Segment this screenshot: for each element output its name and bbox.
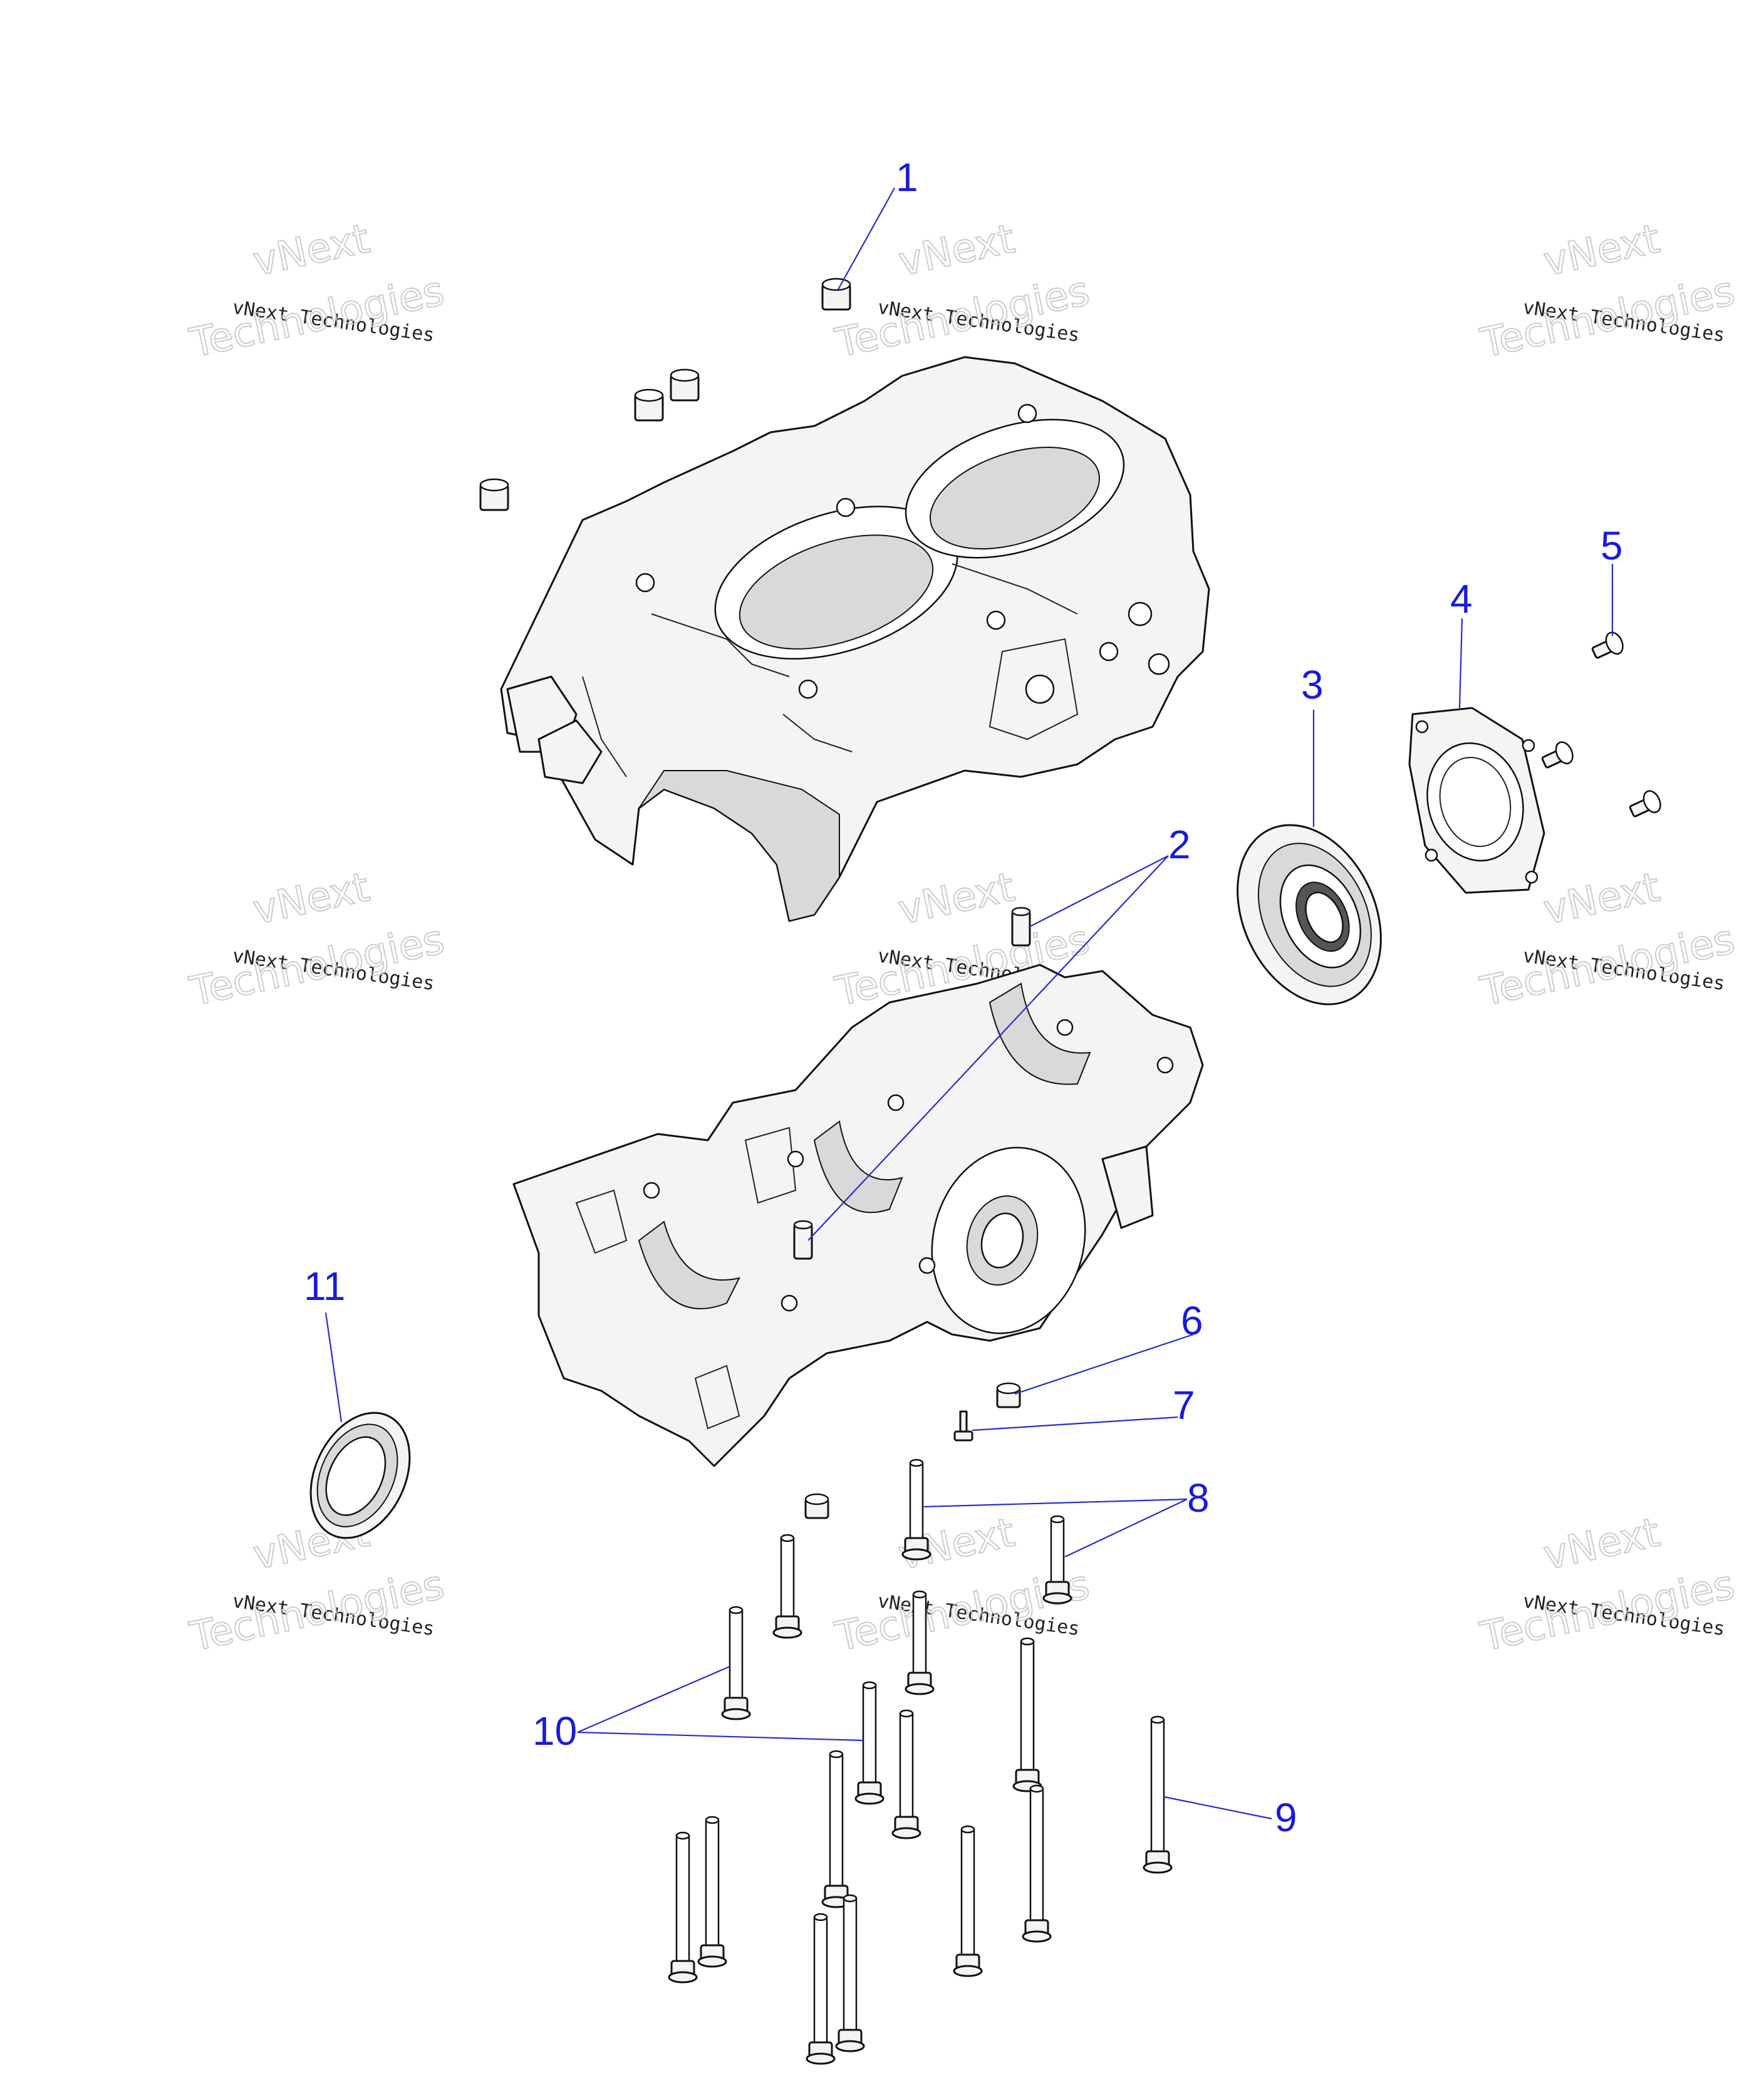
bolt bbox=[953, 1825, 983, 1977]
callout-3: 3 bbox=[1301, 662, 1324, 707]
bolt bbox=[905, 1590, 935, 1695]
callout-1: 1 bbox=[896, 155, 918, 200]
dowel-pin bbox=[479, 478, 509, 511]
leader-11 bbox=[324, 1312, 343, 1423]
plate-screw bbox=[1629, 790, 1661, 818]
watermark-word-technologies: Technologies bbox=[1476, 1562, 1739, 1661]
bolt bbox=[1022, 1784, 1052, 1943]
leader-6 bbox=[1014, 1333, 1194, 1395]
callout-7: 7 bbox=[1173, 1383, 1195, 1428]
alignment-pin bbox=[793, 1220, 813, 1260]
bolt bbox=[901, 1458, 931, 1561]
watermark: vNext vNext Technologies Technologies bbox=[185, 863, 449, 1016]
dowel-pin bbox=[821, 278, 851, 311]
watermark-word-technologies: Technologies bbox=[186, 1562, 449, 1661]
oil-seal bbox=[309, 1412, 411, 1539]
bolt bbox=[772, 1534, 802, 1639]
leader-4 bbox=[1458, 618, 1463, 709]
bolt bbox=[1012, 1637, 1042, 1792]
leader-9 bbox=[1163, 1796, 1272, 1820]
watermark-word-vnext: vNext bbox=[249, 864, 373, 933]
callout-6: 6 bbox=[1181, 1298, 1203, 1343]
leader-8a bbox=[923, 1498, 1188, 1508]
upper-crankcase bbox=[500, 356, 1210, 922]
callout-5: 5 bbox=[1601, 523, 1623, 568]
plate-screw bbox=[1541, 741, 1574, 769]
bolt bbox=[835, 1894, 865, 2052]
leader-10a bbox=[577, 1665, 730, 1734]
leader-10b bbox=[577, 1731, 864, 1742]
watermark-word-technologies: Technologies bbox=[831, 268, 1094, 367]
watermark-word-vnext: vNext bbox=[1540, 216, 1664, 285]
crank-seal bbox=[1237, 824, 1382, 1006]
alignment-pin bbox=[1011, 907, 1031, 947]
dowel-pin bbox=[634, 388, 664, 422]
callout-2: 2 bbox=[1168, 822, 1191, 867]
bolt bbox=[697, 1816, 727, 1968]
plate-screw bbox=[1591, 632, 1624, 659]
watermark-word-technologies: Technologies bbox=[186, 917, 449, 1016]
watermark-word-vnext: vNext bbox=[1540, 864, 1664, 933]
watermark-word-technologies: Technologies bbox=[1476, 268, 1739, 367]
small-screw bbox=[953, 1410, 973, 1442]
lower-crankcase bbox=[512, 964, 1204, 1467]
watermark-word-technologies: Technologies bbox=[186, 268, 449, 367]
callout-9: 9 bbox=[1275, 1795, 1297, 1840]
watermark-word-vnext: vNext bbox=[895, 216, 1019, 285]
bolt bbox=[806, 1913, 836, 2065]
plug bbox=[804, 1493, 829, 1519]
crankcase-bolts bbox=[668, 1458, 1173, 2065]
leader-2b bbox=[807, 855, 1169, 1241]
callout-8: 8 bbox=[1187, 1475, 1210, 1521]
watermark: vNext vNext Technologies Technologies bbox=[185, 215, 449, 367]
watermark: vNext vNext Technologies Technologies bbox=[185, 1509, 449, 1661]
leader-8b bbox=[1064, 1499, 1188, 1557]
watermark-word-vnext: vNext bbox=[249, 216, 373, 285]
callout-10: 10 bbox=[532, 1708, 577, 1754]
callout-4: 4 bbox=[1450, 576, 1473, 621]
callout-11: 11 bbox=[304, 1264, 345, 1309]
seal-cover-plate bbox=[1408, 707, 1545, 894]
watermark: vNext vNext Technologies Technologies bbox=[1476, 215, 1740, 367]
bolt bbox=[668, 1831, 698, 1984]
plug bbox=[996, 1382, 1021, 1408]
watermark: vNext vNext Technologies Technologies bbox=[831, 215, 1094, 367]
bolt bbox=[1042, 1515, 1072, 1604]
dowel-pins bbox=[479, 278, 851, 511]
watermark-word-technologies: Technologies bbox=[1476, 917, 1739, 1016]
dowel-pin bbox=[670, 368, 700, 402]
bolt bbox=[721, 1606, 751, 1720]
leader-1 bbox=[838, 187, 895, 290]
bolt bbox=[821, 1750, 851, 1908]
bolt bbox=[1143, 1715, 1173, 1874]
watermark-word-vnext: vNext bbox=[895, 864, 1019, 933]
callouts: 1 2 3 4 5 6 7 8 9 10 11 bbox=[304, 155, 1623, 1840]
bolt bbox=[854, 1681, 885, 1805]
leader-2a bbox=[1028, 855, 1169, 928]
watermark: vNext vNext Technologies Technologies bbox=[1476, 1509, 1740, 1661]
leader-lines bbox=[324, 187, 1614, 1820]
bolt bbox=[891, 1709, 921, 1839]
watermark-word-vnext: vNext bbox=[1540, 1509, 1664, 1579]
leader-7 bbox=[972, 1416, 1178, 1432]
